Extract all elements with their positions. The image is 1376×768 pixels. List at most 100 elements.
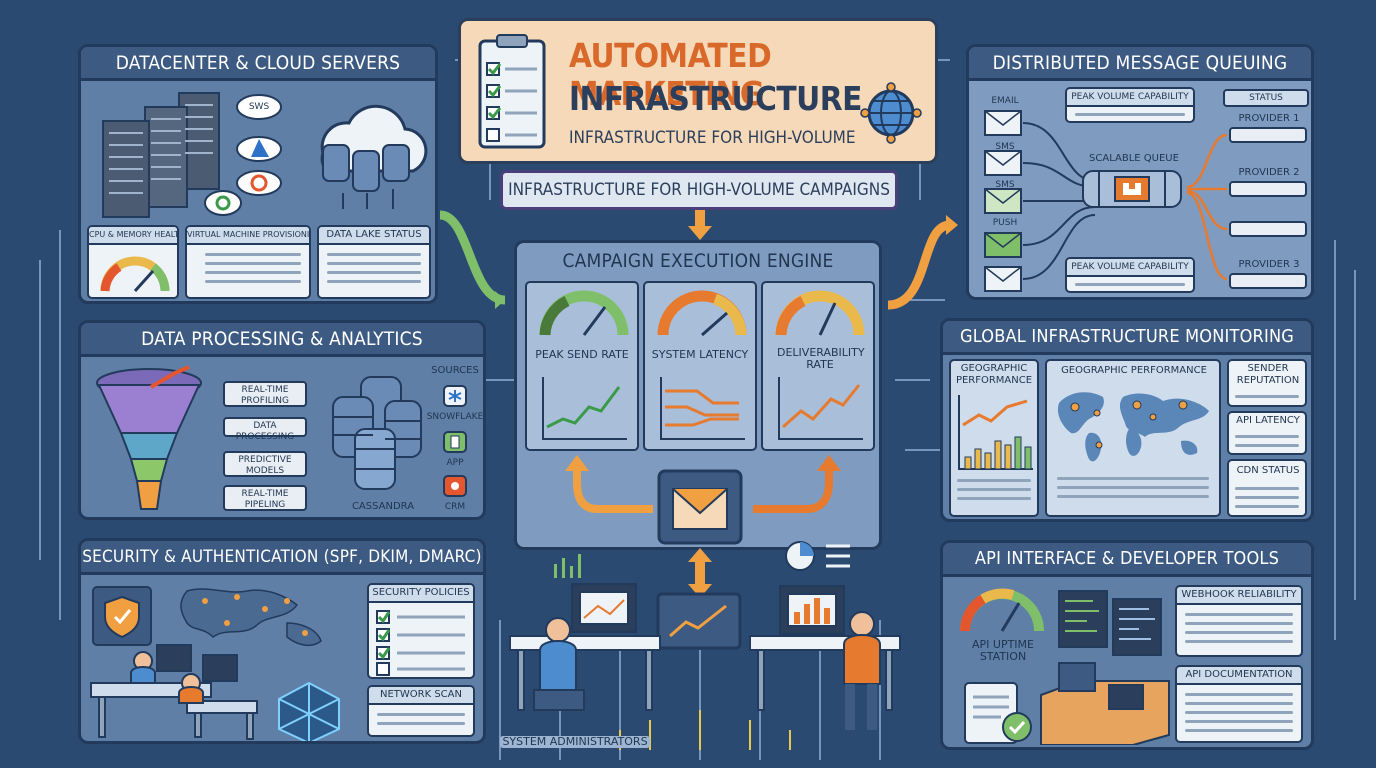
engine-title: CAMPAIGN EXECUTION ENGINE [517,245,879,279]
api-title: API INTERFACE & DEVELOPER TOOLS [943,543,1311,577]
peak-send-rate-label: PEAK SEND RATE [535,348,629,361]
crm-label: CRM [444,502,466,512]
metric-deliverability-rate: DELIVERABILITY RATE [761,281,875,451]
gauge-icon [537,289,631,339]
system-administrators-scene: SYSTEM ADMINISTRATORS [500,540,920,750]
provider-2-label: PROVIDER 2 [1238,167,1300,178]
message-inputs-icon [984,110,1096,292]
cpu-memory-card: CPU & MEMORY HEALTH [87,225,179,299]
cloud-provider-logos-icon: SWS [199,91,299,221]
cdn-status-card: CDN STATUS [1227,459,1307,517]
capability-bottom-title: PEAK VOLUME CAPABILITY [1067,259,1193,277]
crm-icon [443,475,467,497]
network-scan-card: NETWORK SCAN [367,685,475,737]
system-latency-label: SYSTEM LATENCY [651,348,749,361]
security-policies-title: SECURITY POLICIES [369,585,473,603]
geo-performance-map-title: GEOGRAPHIC PERFORMANCE [1061,365,1207,376]
metric-system-latency: SYSTEM LATENCY [643,281,757,451]
app-label: APP [446,458,464,468]
sources-label: SOURCES [431,365,479,376]
provider-arrows-icon [1187,133,1228,281]
capability-bottom-card: PEAK VOLUME CAPABILITY [1065,257,1195,293]
datacenter-title: DATACENTER & CLOUD SERVERS [81,47,435,81]
api-latency-card: API LATENCY [1227,411,1307,455]
cloud-database-icon [303,93,433,213]
capability-top-card: PEAK VOLUME CAPABILITY [1065,87,1195,123]
feedback-arrows-icon [565,455,841,513]
webhook-reliability-title: WEBHOOK RELIABILITY [1177,587,1301,605]
provider-3-status [1229,273,1307,289]
engine-panel: CAMPAIGN EXECUTION ENGINE PEAK SEND RATE… [514,240,882,550]
data-funnel-icon [91,363,209,515]
snowflake-label: SNOWFLAKE [426,412,484,422]
line-chart-icon [775,373,865,445]
cassandra-database-icon [327,373,427,497]
title-line-1: AUTOMATED MARKETING [569,36,772,113]
queue-title: DISTRIBUTED MESSAGE QUEUING [969,47,1311,81]
monitoring-panel: GLOBAL INFRASTRUCTURE MONITORING GEOGRAP… [940,318,1314,522]
clipboard-check-icon [964,682,1032,744]
provider-1-label: PROVIDER 1 [1238,113,1300,124]
world-map-icon [1057,392,1209,462]
input-label-push: PUSH [992,218,1018,228]
monitoring-title: GLOBAL INFRASTRUCTURE MONITORING [943,321,1311,355]
gauge-icon [773,289,867,339]
geo-performance-map-card: GEOGRAPHIC PERFORMANCE [1045,359,1221,517]
envelope-hub-icon [657,469,743,545]
sender-reputation-title: SENDER REPUTATION [1236,363,1300,386]
cdn-status-title: CDN STATUS [1236,465,1300,476]
cpu-memory-title: CPU & MEMORY HEALTH [89,227,177,245]
data-lake-card: DATA LAKE STATUS [317,225,431,299]
vm-provisioning-card: VIRTUAL MACHINE PROVISIONING [185,225,311,299]
step-predictive-models: PREDICTIVE MODELS [223,451,307,477]
clipboard-checklist-icon [477,33,547,151]
app-icon [443,431,467,453]
analytics-title: DATA PROCESSING & ANALYTICS [81,323,483,357]
snowflake-icon [443,385,467,407]
title-line-2: INFRASTRUCTURE [569,79,862,118]
multi-line-chart-icon [657,373,747,445]
security-title: SECURITY & AUTHENTICATION (SPF, DKIM, DM… [81,541,483,575]
api-latency-title: API LATENCY [1236,415,1300,426]
queue-panel: DISTRIBUTED MESSAGE QUEUING EMAIL SMS SM… [966,44,1314,300]
server-racks-icon [93,89,233,219]
bar-line-chart-icon [958,395,1033,470]
api-documentation-card: API DOCUMENTATION [1175,665,1303,743]
line-chart-icon [539,373,629,445]
api-uptime-label: API UPTIME STATION [972,638,1034,663]
webhook-reliability-card: WEBHOOK RELIABILITY [1175,585,1303,657]
network-scan-title: NETWORK SCAN [369,687,473,705]
cloud-badge-label: SWS [248,102,270,112]
step-realtime-profiling: REAL-TIME PROFILING [223,381,307,407]
provider-2-status [1229,181,1307,197]
api-panel: API INTERFACE & DEVELOPER TOOLS API UPTI… [940,540,1314,750]
vm-provisioning-title: VIRTUAL MACHINE PROVISIONING [187,227,309,245]
step-data-processing: DATA PROCESSING [223,417,307,442]
metric-peak-send-rate: PEAK SEND RATE [525,281,639,451]
globe-network-icon [859,81,923,145]
provider-3-label: PROVIDER 3 [1238,259,1300,270]
deliverability-rate-label: DELIVERABILITY RATE [777,346,865,371]
scalable-queue-label: SCALABLE QUEUE [1089,153,1179,164]
security-policies-card: SECURITY POLICIES [367,583,475,679]
step-realtime-pipeling: REAL-TIME PIPELING [223,485,307,511]
security-panel: SECURITY & AUTHENTICATION (SPF, DKIM, DM… [78,538,486,744]
geo-performance-chart-title: GEOGRAPHIC PERFORMANCE [955,363,1033,386]
provider-1-status [1229,127,1307,143]
title-panel: AUTOMATED MARKETING INFRASTRUCTURE INFRA… [458,18,938,164]
input-label-email: EMAIL [991,96,1019,106]
input-label-sms-2: SMS [995,180,1015,190]
queue-cylinder-icon [1082,170,1182,208]
gauge-icon [97,249,173,297]
banner: INFRASTRUCTURE FOR HIGH-VOLUME CAMPAIGNS [500,170,898,210]
sender-reputation-card: SENDER REPUTATION [1227,359,1307,407]
capability-top-title: PEAK VOLUME CAPABILITY [1067,89,1193,107]
data-lake-title: DATA LAKE STATUS [319,227,429,245]
analytics-panel: DATA PROCESSING & ANALYTICS REAL-TIME PR… [78,320,486,520]
title-subtitle: INFRASTRUCTURE FOR HIGH-VOLUME [569,128,856,148]
api-documentation-title: API DOCUMENTATION [1177,667,1301,685]
api-gauge-icon [959,588,1044,632]
checklist-icon [375,609,471,677]
geo-performance-chart-card: GEOGRAPHIC PERFORMANCE [949,359,1039,517]
provider-extra-status [1229,221,1307,237]
